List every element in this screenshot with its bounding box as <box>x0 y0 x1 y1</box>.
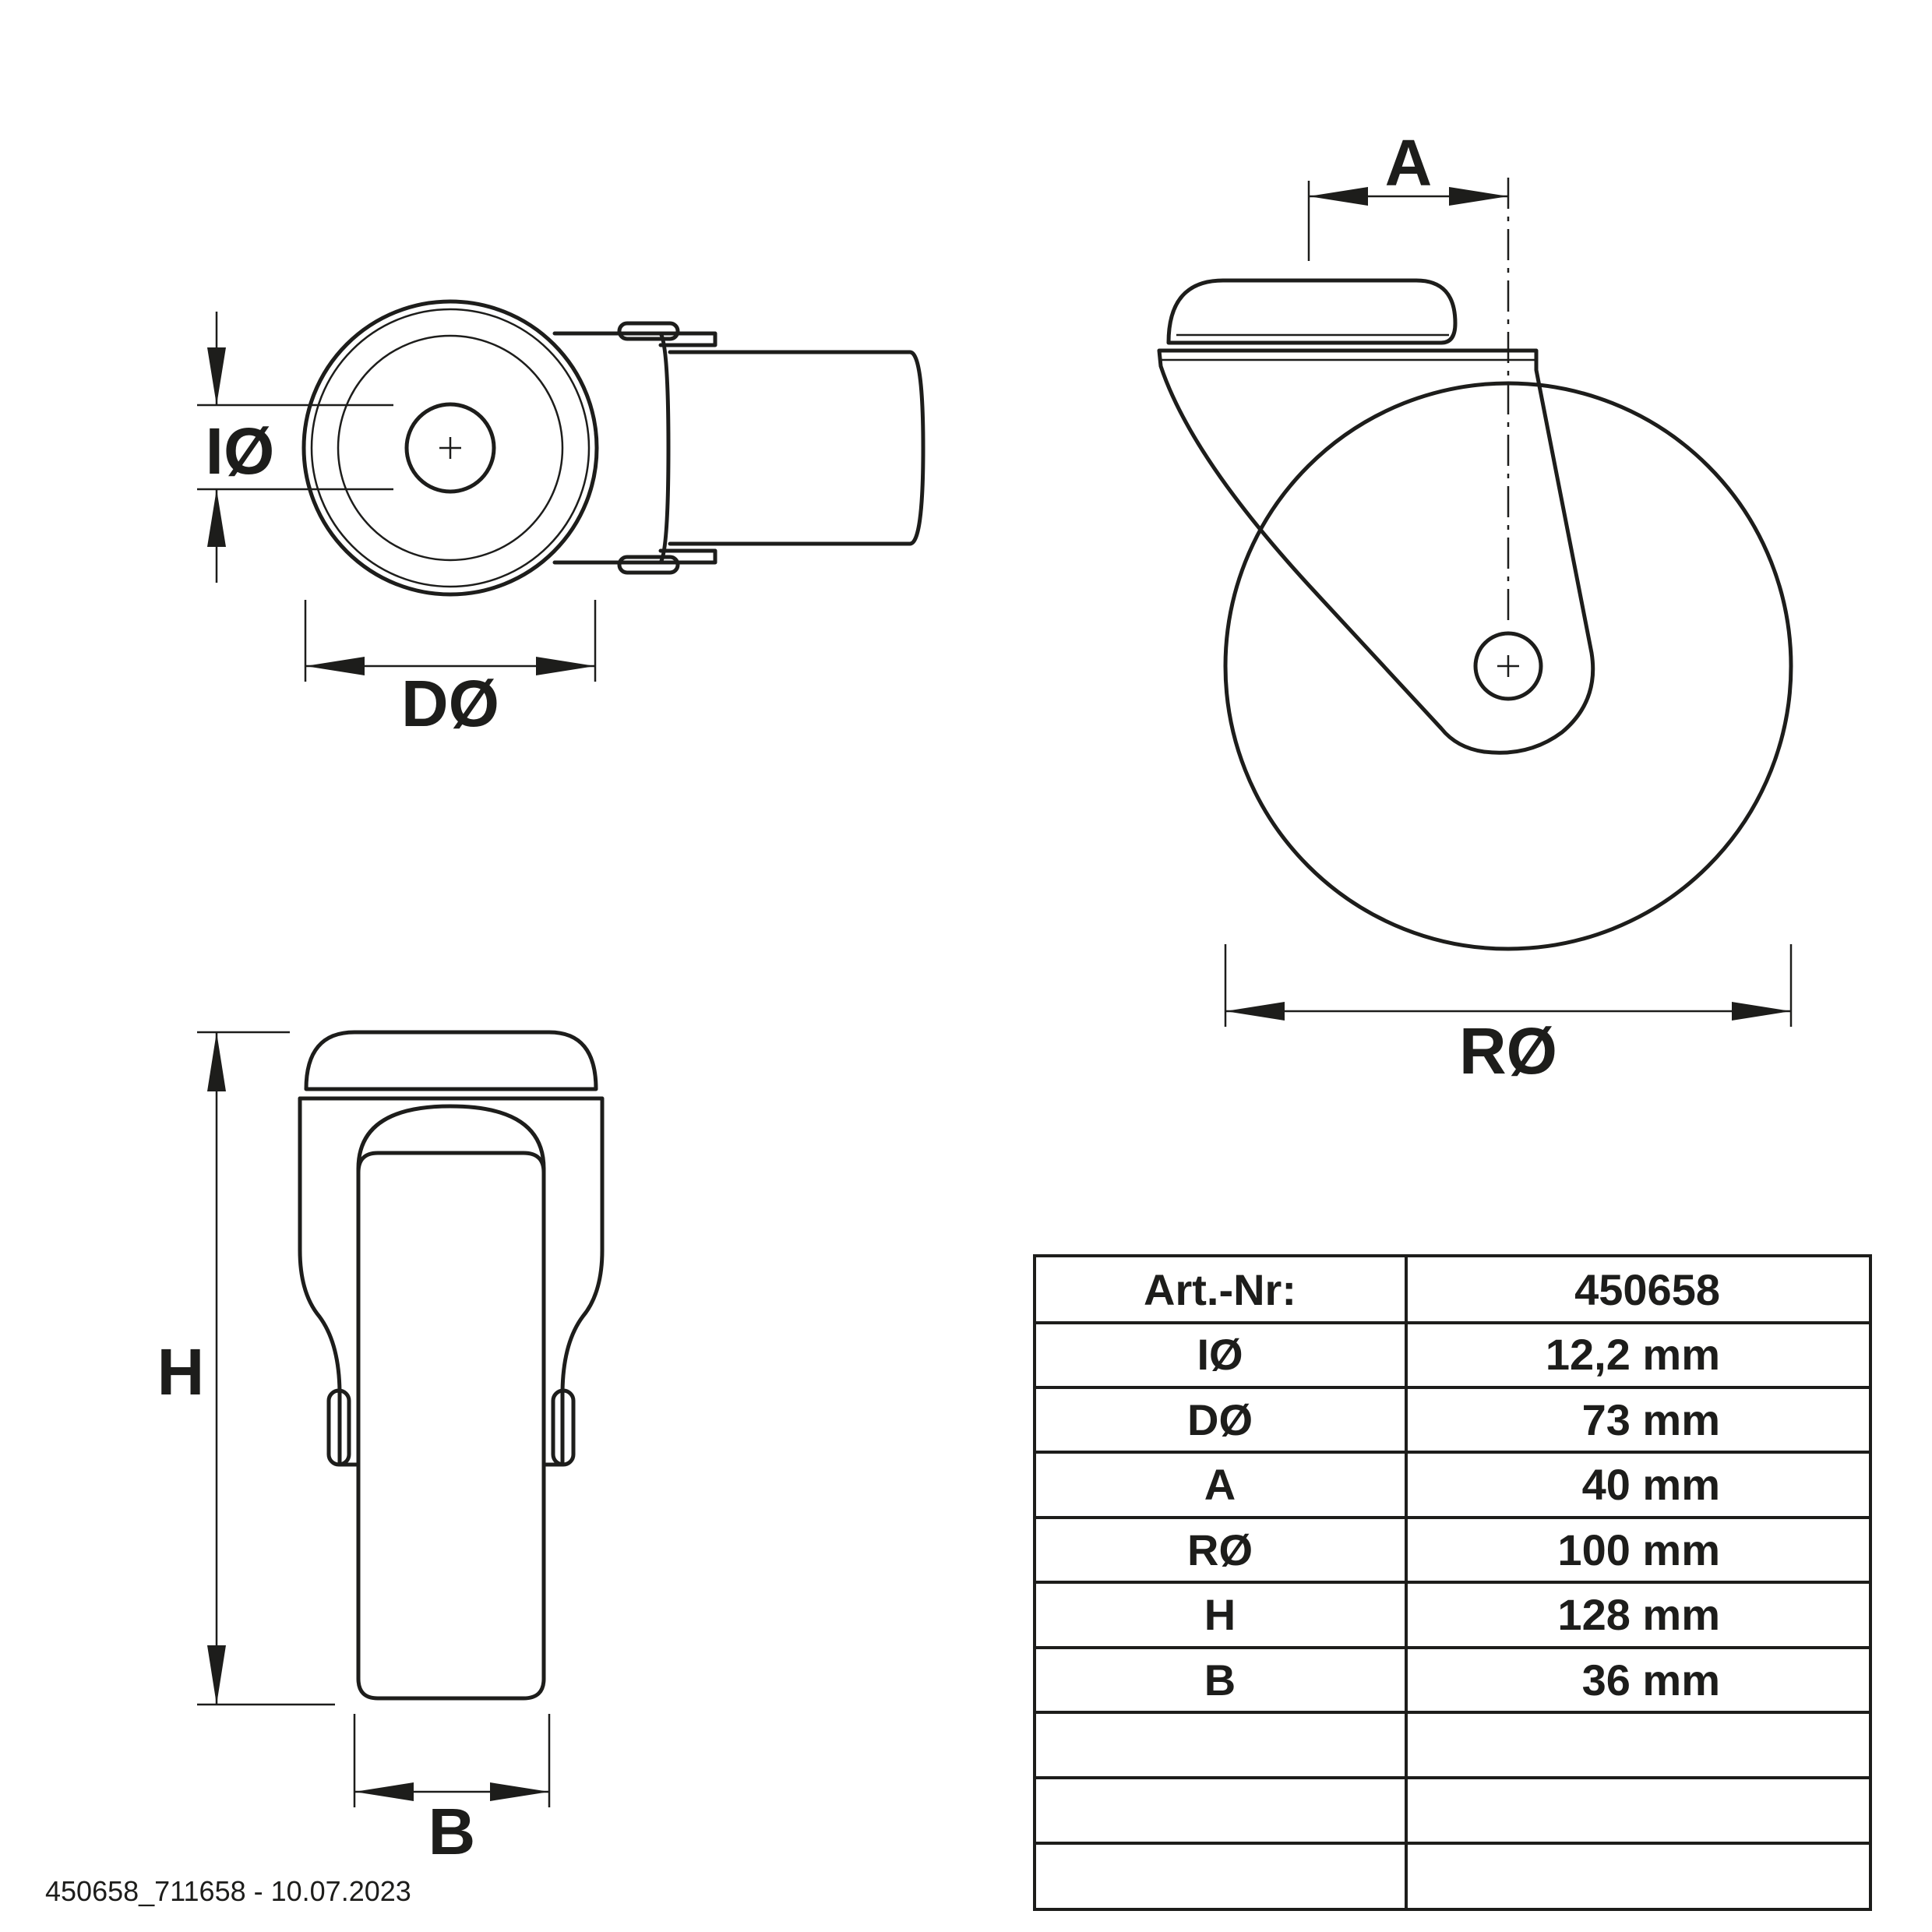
top-view-wheel <box>668 350 925 546</box>
table-header-value: 450658 <box>1574 1265 1720 1314</box>
table-row-value: 73 mm <box>1582 1395 1720 1444</box>
table-row-value: 36 mm <box>1582 1655 1720 1705</box>
label-i-dia: IØ <box>206 414 275 488</box>
table-row-key: H <box>1204 1590 1236 1639</box>
top-view-axle-nut-top <box>617 321 680 341</box>
side-view-top-plate <box>1166 278 1458 345</box>
spec-table: Art.-Nr: 450658 IØ 12,2 mm DØ 73 mm A 40… <box>1033 1254 1872 1911</box>
table-row-key: A <box>1204 1460 1236 1509</box>
label-r-dia: RØ <box>1459 1014 1557 1088</box>
table-row-value: 128 mm <box>1557 1590 1720 1639</box>
table-header-key: Art.-Nr: <box>1144 1265 1296 1314</box>
table-row-key: IØ <box>1197 1330 1243 1379</box>
front-view-wheel <box>356 1151 546 1701</box>
table-row-key: B <box>1204 1655 1236 1705</box>
table-row-key: RØ <box>1187 1525 1253 1574</box>
label-b: B <box>428 1795 476 1868</box>
side-view: A RØ <box>1157 126 1793 1088</box>
table-row-key: DØ <box>1187 1395 1253 1444</box>
label-h: H <box>157 1335 205 1408</box>
table-row-value: 100 mm <box>1557 1525 1720 1574</box>
top-view-axle-nut-bottom <box>617 555 680 575</box>
side-view-fork <box>1157 348 1595 755</box>
front-view-nut-left <box>326 1388 351 1467</box>
label-a: A <box>1385 126 1433 199</box>
front-view-fork-right <box>298 1096 605 1467</box>
table-row-value: 12,2 mm <box>1546 1330 1720 1379</box>
side-view-axle <box>1473 631 1543 701</box>
front-view-nut-right <box>551 1388 576 1467</box>
front-view: H B <box>157 1030 605 1868</box>
label-d-dia: DØ <box>401 667 499 740</box>
footer-reference: 450658_711658 - 10.07.2023 <box>45 1875 411 1907</box>
top-view-plate-outer <box>301 299 599 597</box>
top-view-plate-rim <box>310 308 591 588</box>
top-view-bolt-hole <box>404 402 496 494</box>
table-row-value: 40 mm <box>1582 1460 1720 1509</box>
top-view: IØ DØ <box>197 299 925 740</box>
front-view-top-plate <box>304 1030 598 1091</box>
top-view-plate-inner <box>337 334 564 562</box>
